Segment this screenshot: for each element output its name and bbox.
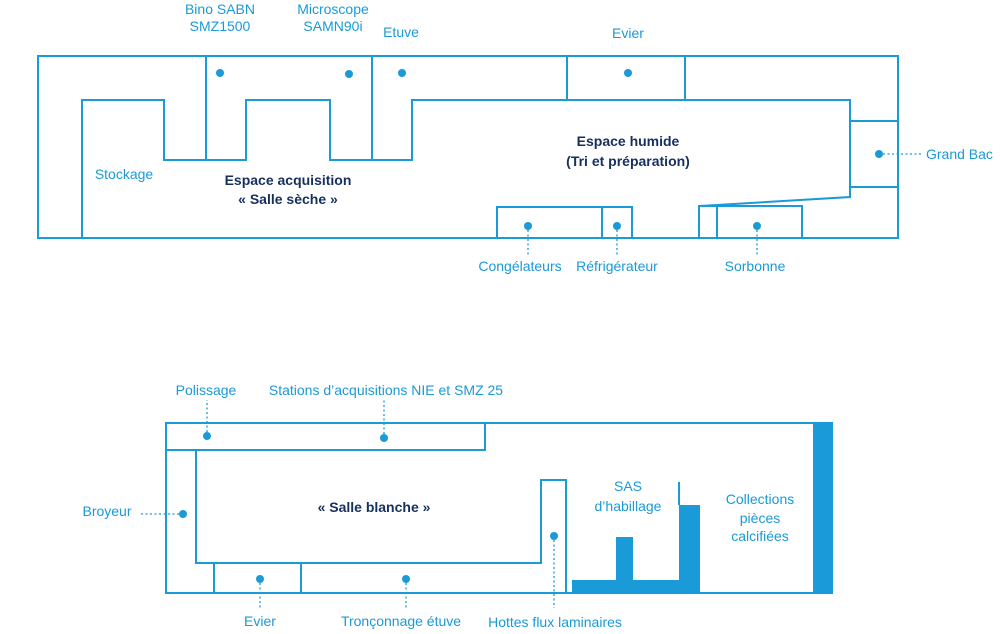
top-floor-plan: Bino SABN SMZ1500 Microscope SAMN90i Etu…: [37, 1, 993, 274]
refrigerateur-marker: [613, 222, 621, 230]
sas-wall-middle: [616, 537, 633, 583]
bino-label-2: SMZ1500: [190, 18, 251, 34]
sorbonne-marker: [753, 222, 761, 230]
broyeur-marker: [179, 510, 187, 518]
etuve-label: Etuve: [383, 24, 419, 40]
evier-bottom-marker: [256, 575, 264, 583]
bino-label-1: Bino SABN: [185, 1, 255, 17]
microscope-label-2: SAMN90i: [303, 18, 362, 34]
tronconnage-label: Tronçonnage étuve: [341, 613, 461, 629]
top-inner-wall: [81, 99, 851, 238]
sas-label-1: SAS: [614, 478, 642, 494]
zone-salle-blanche-title: « Salle blanche »: [318, 499, 431, 515]
sorbonne-label: Sorbonne: [725, 258, 786, 274]
zone-humide-subtitle: (Tri et préparation): [566, 153, 690, 169]
microscope-label-1: Microscope: [297, 1, 369, 17]
top-sorbonne-box: [698, 205, 803, 238]
hottes-label: Hottes flux laminaires: [488, 614, 622, 630]
bottom-top-counter: [166, 423, 486, 451]
evier-marker: [624, 69, 632, 77]
stations-label: Stations d’acquisitions NIE et SMZ 25: [269, 382, 503, 398]
bino-marker: [216, 69, 224, 77]
etuve-marker: [398, 69, 406, 77]
collections-label-2: pièces: [740, 510, 780, 526]
top-grand-bac-box: [849, 120, 899, 188]
congelateurs-label: Congélateurs: [478, 258, 561, 274]
top-cold-storage-box: [496, 206, 633, 238]
polissage-marker: [203, 432, 211, 440]
hottes-marker: [550, 532, 558, 540]
bottom-counter-profile: [195, 450, 567, 593]
bottom-plan-outline: [165, 422, 833, 594]
zone-acquisition-subtitle: « Salle sèche »: [238, 191, 338, 207]
sas-wall-bottom: [572, 580, 699, 593]
stations-marker: [380, 434, 388, 442]
sas-wall-right: [679, 505, 699, 593]
tronconnage-marker: [402, 575, 410, 583]
polissage-label: Polissage: [176, 382, 237, 398]
collections-label-1: Collections: [726, 491, 794, 507]
evier-label: Evier: [612, 25, 644, 41]
bottom-evier-box: [213, 563, 302, 593]
zone-humide-title: Espace humide: [577, 133, 680, 149]
congelateurs-marker: [524, 222, 532, 230]
grand-bac-marker: [875, 150, 883, 158]
evier-bottom-label: Evier: [244, 613, 276, 629]
microscope-marker: [345, 70, 353, 78]
zone-acquisition-title: Espace acquisition: [225, 172, 352, 188]
top-evier-box: [566, 56, 686, 100]
collections-wall: [813, 423, 833, 593]
broyeur-label: Broyeur: [82, 503, 131, 519]
grand-bac-label: Grand Bac: [926, 146, 993, 162]
top-plan-outline: [37, 55, 899, 239]
collections-label-3: calcifiées: [731, 528, 789, 544]
refrigerateur-label: Réfrigérateur: [576, 258, 658, 274]
bottom-floor-plan: Polissage Stations d’acquisitions NIE et…: [82, 382, 833, 630]
stockage-label: Stockage: [95, 166, 154, 182]
sas-label-2: d’habillage: [595, 498, 662, 514]
